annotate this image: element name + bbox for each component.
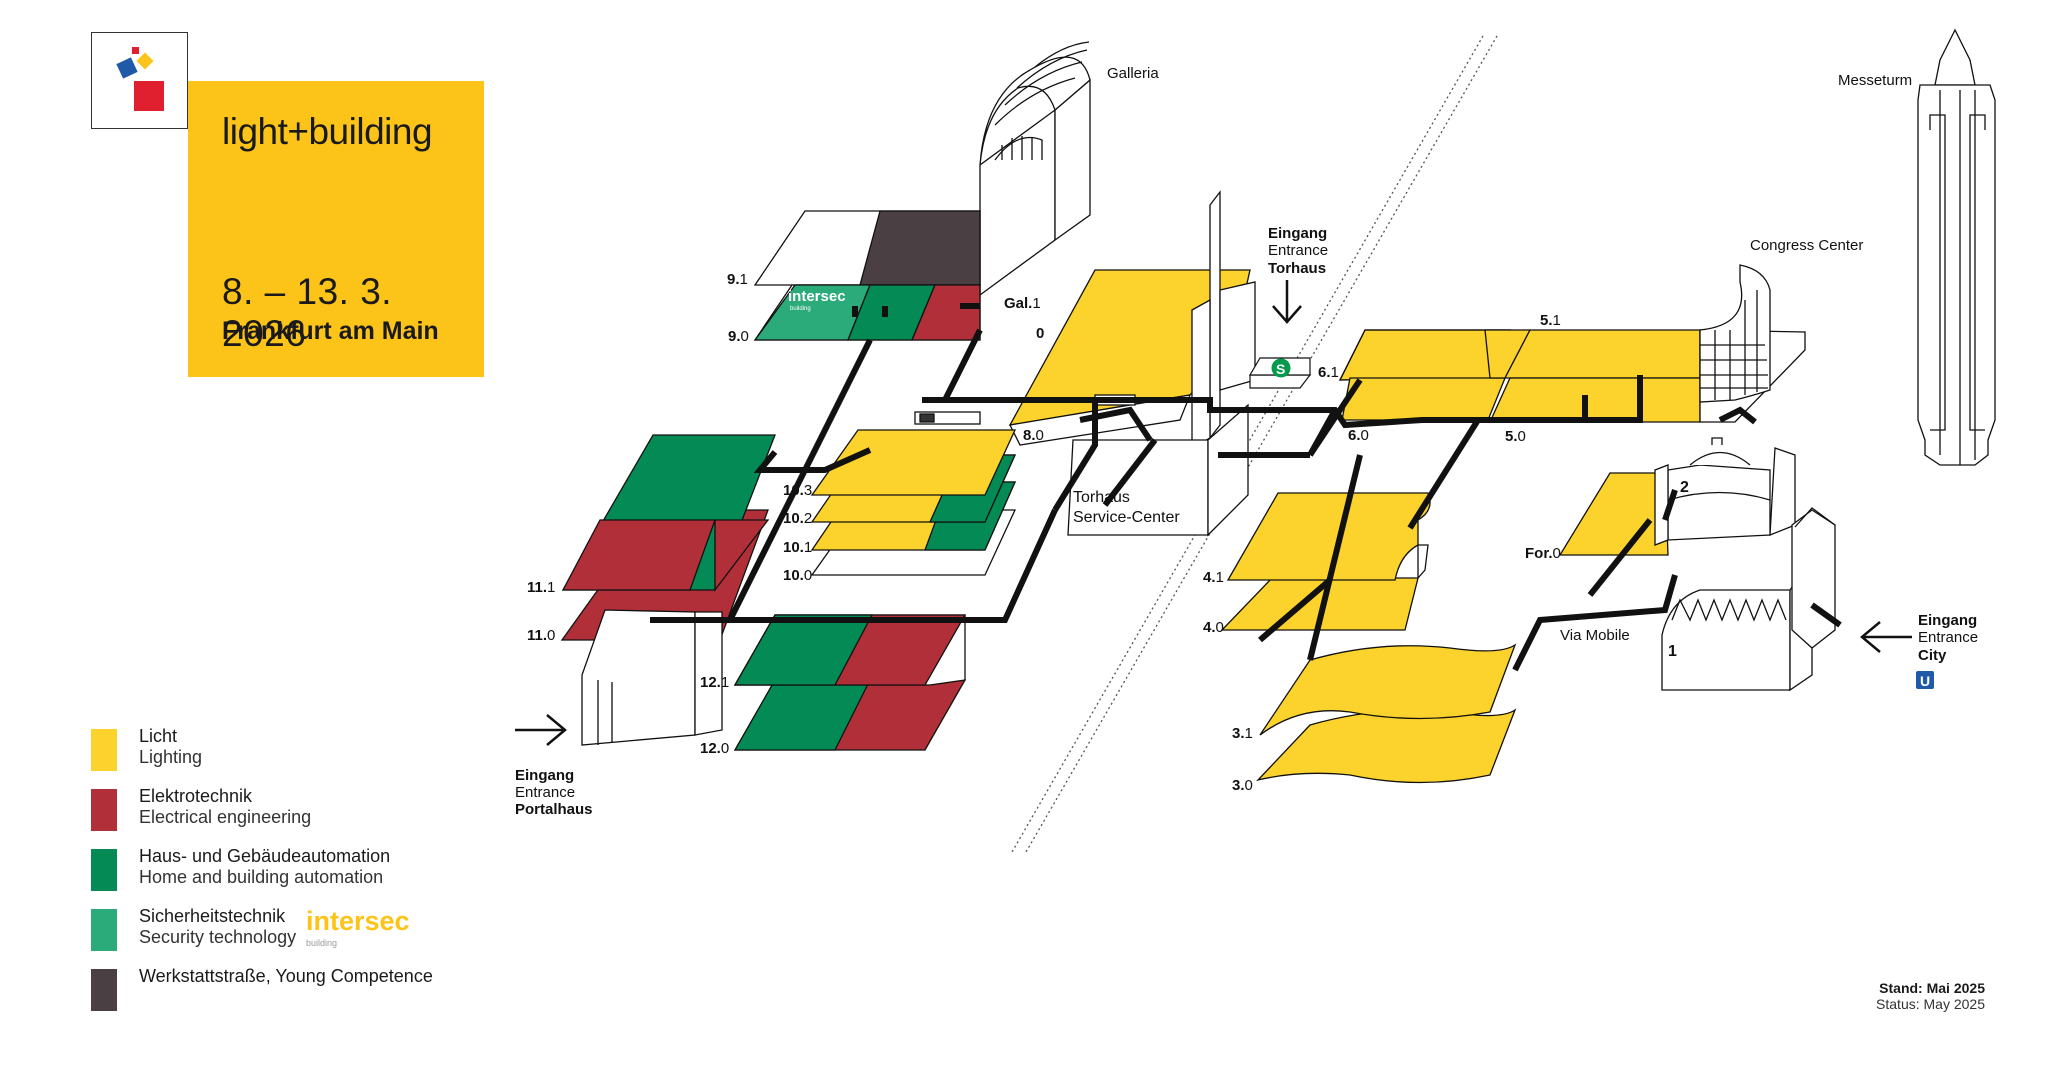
hall-label-11-0: 11.0	[527, 627, 555, 644]
legend-label-en: Home and building automation	[139, 867, 384, 887]
s-bahn-badge: S	[1276, 361, 1285, 377]
hall-label-10-2: 10.2	[783, 510, 812, 527]
messeturm-building	[1917, 28, 1996, 466]
legend-swatch	[91, 969, 117, 1011]
hall-label-9-0: 9.0	[728, 328, 749, 345]
brand-title: light+building	[222, 111, 433, 152]
entrance-portalhaus-name: Portalhaus	[515, 801, 593, 818]
hall-4	[1220, 492, 1431, 631]
legend-label-en: Security technology	[139, 927, 297, 947]
status-en: Status: May 2025	[1876, 996, 1985, 1012]
hall-label-10-3: 10.3	[783, 482, 812, 499]
s-bahn-station: S	[1248, 357, 1312, 389]
hall-label-5-0: 5.0	[1505, 428, 1526, 445]
intersec-logo-sub: building	[306, 938, 338, 948]
hall-label-9-1: 9.1	[727, 271, 748, 288]
logo-squares-icon	[116, 47, 164, 111]
walkways	[650, 303, 1842, 672]
event-city: Frankfurt am Main	[222, 317, 439, 345]
hall-label-4-0: 4.0	[1203, 619, 1224, 636]
galleria-building	[979, 41, 1091, 297]
entrance-torhaus-de: Eingang	[1268, 225, 1327, 242]
hall-label-6-1: 6.1	[1318, 364, 1339, 381]
hall-label-10-0: 10.0	[783, 567, 812, 584]
hall-label-forum-0: For.0	[1525, 545, 1561, 562]
hall-label-1: 1	[1668, 643, 1677, 660]
hall-9	[753, 210, 981, 341]
hall-10	[810, 429, 1017, 576]
hall-label-2: 2	[1680, 479, 1689, 496]
intersec-logo: intersec	[306, 906, 410, 936]
label-torhaus: Torhaus	[1073, 489, 1130, 506]
legend-label-en: Electrical engineering	[139, 807, 312, 827]
legend-label-de: Haus- und Gebäudeautomation	[139, 846, 391, 866]
forum-hall	[1558, 472, 1669, 556]
legend-swatch	[91, 789, 117, 831]
hall-label-4-1: 4.1	[1203, 569, 1224, 586]
intersec-tag: intersec	[788, 288, 846, 305]
entrance-torhaus-name: Torhaus	[1268, 260, 1326, 277]
hall-12	[733, 614, 967, 751]
entrance-portalhaus-de: Eingang	[515, 767, 574, 784]
hall-label-3-1: 3.1	[1232, 725, 1253, 742]
hall-label-12-1: 12.1	[700, 674, 729, 691]
entrance-city-en: Entrance	[1918, 629, 1978, 646]
label-messeturm: Messeturm	[1838, 72, 1912, 89]
hall-label-6-0: 6.0	[1348, 427, 1369, 444]
entrance-city-arrow-icon	[1860, 621, 1912, 653]
congress-center-building	[1699, 264, 1771, 403]
entrance-city-de: Eingang	[1918, 612, 1977, 629]
legend-label-de: Sicherheitstechnik	[139, 906, 286, 926]
hall-1-building	[1661, 507, 1836, 692]
entrance-torhaus-en: Entrance	[1268, 242, 1328, 259]
entrance-portalhaus-arrow-icon	[515, 714, 567, 746]
hall-label-10-1: 10.1	[783, 539, 812, 556]
hall-6	[1338, 329, 1532, 421]
legend-label-de: Werkstattstraße, Young Competence	[139, 966, 433, 986]
entrance-city-name: City	[1918, 647, 1947, 664]
portalhaus-building	[581, 609, 723, 746]
hall-label-8-0: 8.0	[1023, 427, 1044, 444]
hall-label-gal-1: Gal.1	[1004, 295, 1041, 312]
u-bahn-badge: U	[1920, 673, 1930, 689]
legend-swatch	[91, 849, 117, 891]
hall-11	[560, 434, 776, 641]
legend-label-en: Lighting	[139, 747, 203, 767]
status-de: Stand: Mai 2025	[1879, 980, 1985, 996]
hall-label-5-1: 5.1	[1540, 312, 1561, 329]
hall-label-12-0: 12.0	[700, 740, 729, 757]
brand-panel: light+building 8. – 13. 3. 2026 Frankfur…	[188, 81, 484, 377]
hall-label-gal-0: 0	[1036, 325, 1044, 342]
legend-swatch	[91, 909, 117, 951]
legend-swatch	[91, 729, 117, 771]
hall-label-11-1: 11.1	[527, 579, 555, 596]
label-service-center: Service-Center	[1073, 509, 1180, 526]
hall-3	[1256, 643, 1517, 784]
status-block: Stand: Mai 2025 Status: May 2025	[1876, 980, 1985, 1012]
label-via-mobile: Via Mobile	[1560, 627, 1630, 644]
legend-label-de: Elektrotechnik	[139, 786, 253, 806]
hall-2-building	[1654, 437, 1796, 546]
s-bahn-icon	[1271, 358, 1291, 378]
hall-label-3-0: 3.0	[1232, 777, 1253, 794]
messe-frankfurt-logo	[91, 32, 188, 129]
entrance-portalhaus-en: Entrance	[515, 784, 575, 801]
legend-label-de: Licht	[139, 726, 178, 746]
label-galleria: Galleria	[1107, 65, 1159, 82]
u-bahn-icon	[1916, 671, 1934, 689]
label-congress-center: Congress Center	[1750, 237, 1863, 254]
intersec-tag-sub: building	[790, 306, 811, 312]
event-dates: 8. – 13. 3. 2026	[222, 271, 393, 354]
entrance-torhaus-arrow-icon	[1272, 280, 1302, 324]
